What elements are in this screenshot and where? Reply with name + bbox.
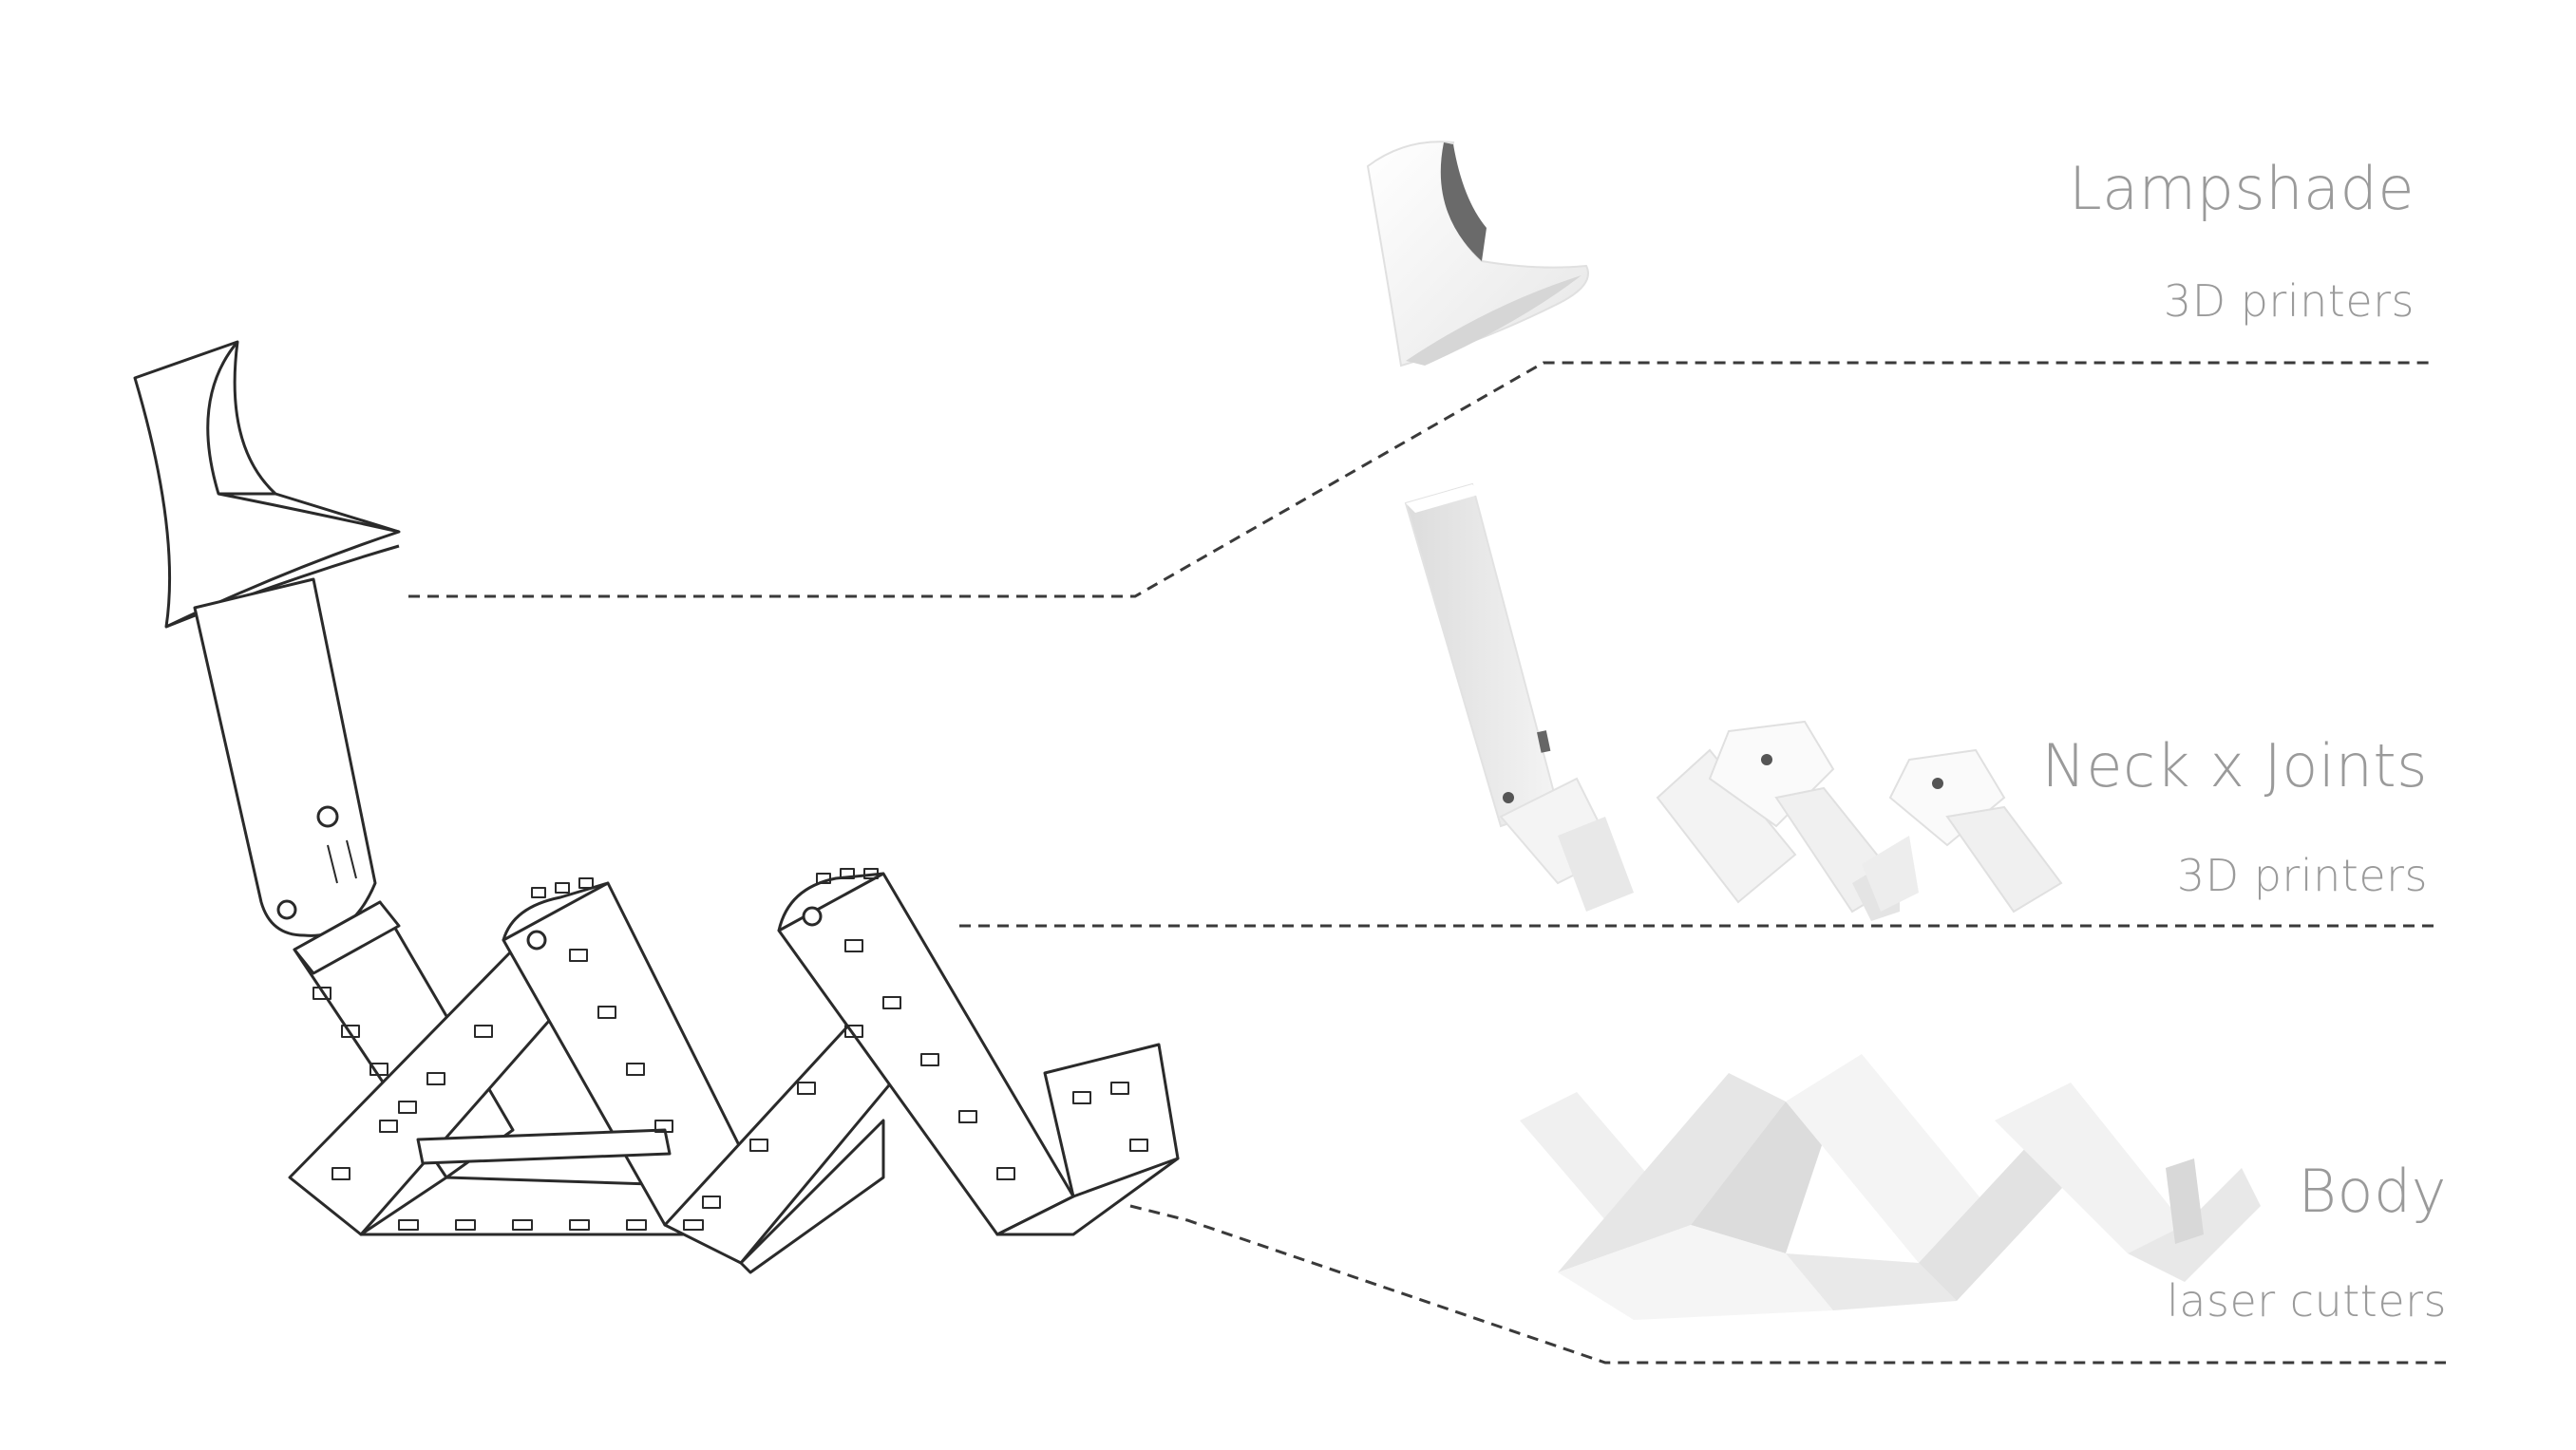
body-render [1520,1054,2261,1320]
assembled-neck [193,577,377,937]
assembled-body [288,868,1180,1274]
label-lampshade: Lampshade [2069,154,2415,223]
lampshade-render [1366,141,1589,367]
label-body-method: laser cutters [2167,1275,2447,1327]
assembled-lampshade [133,340,401,629]
leader-line-lampshade [408,361,2432,598]
label-lampshade-method: 3D printers [2163,275,2415,327]
label-neck-joints-method: 3D printers [2176,850,2428,901]
leader-lines [408,361,2446,1365]
leader-line-body [1129,1204,2446,1365]
label-neck-joints: Neck x Joints [2041,731,2428,800]
assembled-lamp-line-drawing [133,340,1180,1274]
neck-joints-render [1404,482,2063,921]
label-body: Body [2298,1157,2447,1226]
